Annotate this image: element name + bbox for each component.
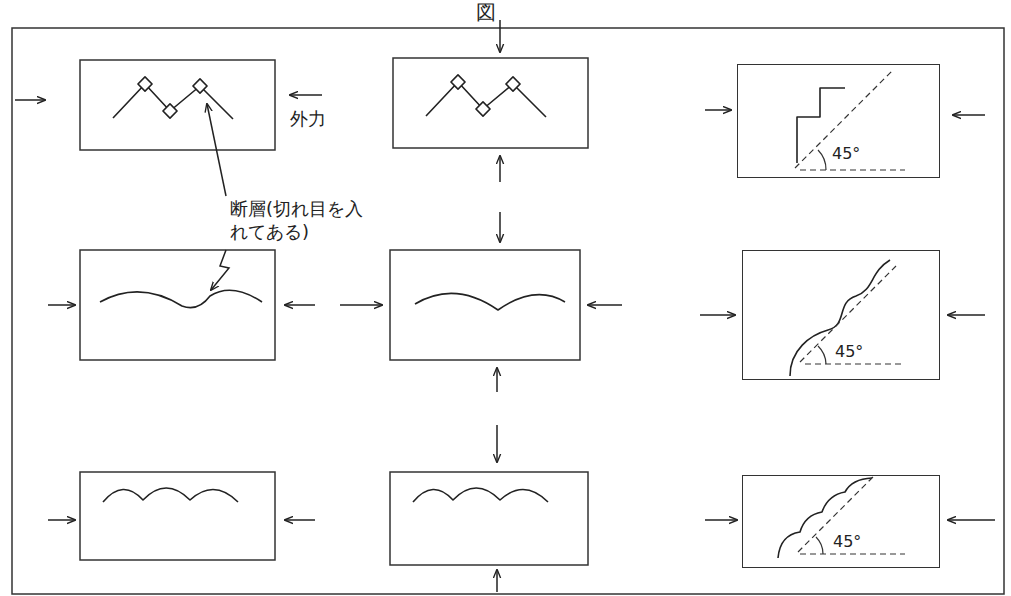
leader-line bbox=[211, 250, 229, 290]
slope-box: 45° bbox=[737, 64, 940, 178]
force-arrow bbox=[15, 99, 45, 101]
force-arrow bbox=[48, 304, 75, 306]
angle-guide bbox=[795, 70, 893, 168]
wavy-layer bbox=[100, 290, 262, 307]
fault-cut bbox=[476, 102, 490, 116]
outer-frame bbox=[12, 28, 1004, 594]
model-box bbox=[80, 472, 275, 560]
force-arrow bbox=[948, 519, 995, 521]
leader-line bbox=[207, 104, 226, 196]
model-box bbox=[80, 250, 275, 360]
fault-cut bbox=[451, 75, 465, 89]
force-arrow bbox=[499, 156, 501, 182]
force-arrow bbox=[499, 20, 501, 52]
angle-guide bbox=[798, 476, 874, 552]
angle-guide bbox=[800, 266, 896, 362]
force-arrow bbox=[700, 314, 735, 316]
angle-arc bbox=[818, 346, 826, 364]
figure-title: 図 bbox=[474, 0, 498, 25]
slope-box: 45° bbox=[742, 250, 940, 380]
zigzag-layer bbox=[426, 82, 546, 117]
curved-slope bbox=[790, 260, 890, 376]
fault-cut bbox=[163, 104, 177, 118]
angle-arc bbox=[816, 537, 823, 554]
angle-label: 45° bbox=[833, 533, 861, 551]
force-arrow bbox=[496, 570, 498, 592]
force-arrow bbox=[496, 368, 498, 392]
force-arrow bbox=[290, 94, 322, 96]
force-arrow bbox=[588, 304, 622, 306]
wavy-layer bbox=[415, 293, 565, 310]
arched-layer bbox=[413, 488, 548, 502]
force-arrow bbox=[499, 212, 501, 242]
force-arrow bbox=[340, 304, 382, 306]
force-arrow bbox=[705, 519, 737, 521]
model-box bbox=[393, 58, 588, 148]
force-arrow bbox=[953, 114, 985, 116]
scalloped-slope bbox=[778, 478, 872, 558]
model-box bbox=[80, 60, 275, 150]
base-line bbox=[800, 169, 905, 170]
fault-cut bbox=[193, 79, 207, 93]
model-box bbox=[390, 250, 580, 360]
angle-label: 45° bbox=[835, 343, 863, 361]
slope-box: 45° bbox=[742, 475, 940, 568]
base-line bbox=[805, 363, 905, 364]
fault-cut bbox=[138, 77, 152, 91]
model-box bbox=[390, 472, 588, 565]
base-line bbox=[800, 553, 905, 554]
force-arrow bbox=[705, 109, 731, 111]
force-arrow bbox=[285, 519, 315, 521]
force-arrow bbox=[948, 314, 985, 316]
angle-label: 45° bbox=[832, 145, 860, 163]
force-arrow bbox=[48, 519, 75, 521]
arched-layer bbox=[103, 488, 238, 502]
angle-arc bbox=[818, 150, 826, 170]
fault-cut bbox=[506, 77, 520, 91]
zigzag-layer bbox=[113, 84, 233, 119]
force-arrow bbox=[496, 425, 498, 462]
fault-label: 断層(切れ目を入れてある) bbox=[230, 198, 370, 243]
force-arrow bbox=[285, 304, 315, 306]
force-label: 外力 bbox=[290, 108, 326, 131]
